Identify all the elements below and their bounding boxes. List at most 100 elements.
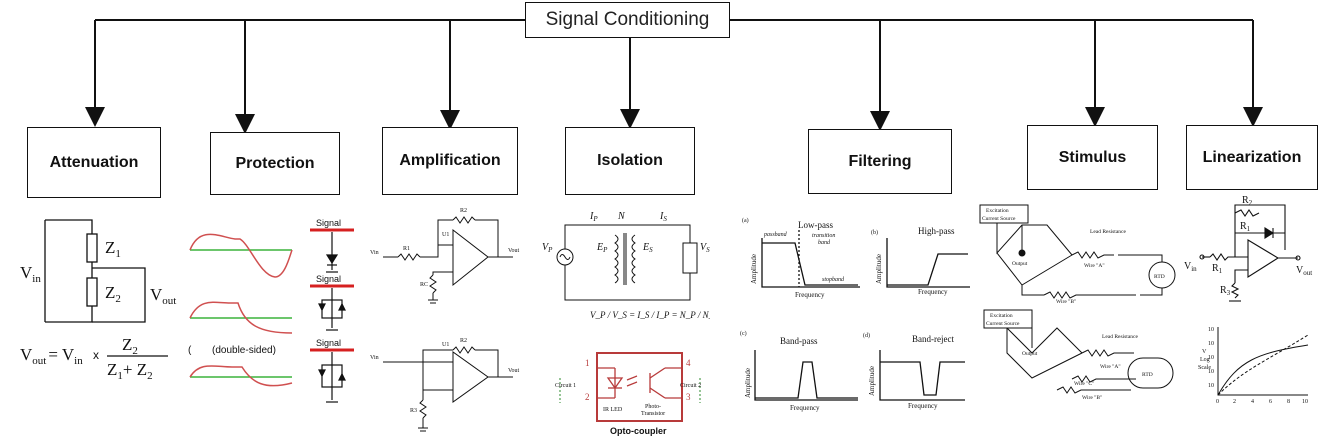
filter-a-ylabel: Amplitude xyxy=(750,254,758,284)
lin-ylabel-1: V xyxy=(1202,349,1207,355)
lin-tick-y-1: 10 xyxy=(1208,341,1214,347)
lin-tick-x-4: 8 xyxy=(1287,399,1290,405)
iso-vs: VS xyxy=(700,242,710,254)
att-equation-den: Z1+ Z2 xyxy=(107,360,153,382)
filter-b-title: High-pass xyxy=(918,226,955,236)
category-isolation: Isolation xyxy=(565,127,695,195)
lin-tick-x-5: 10 xyxy=(1302,399,1308,405)
protection-waveforms: ( (double-sided) xyxy=(188,233,293,387)
filter-c-title: Band-pass xyxy=(780,336,818,346)
amp-r1-top: R1 xyxy=(403,246,410,252)
stim-source-2b: Current Source xyxy=(986,321,1020,327)
stim-wire-b-1: Wire "B" xyxy=(1056,299,1076,305)
category-filtering: Filtering xyxy=(808,129,952,194)
lin-ylabel-3: Scale xyxy=(1198,365,1211,371)
protection-paren: ( xyxy=(188,345,192,356)
opto-ir-led: IR LED xyxy=(603,407,623,413)
filter-c-xlabel: Frequency xyxy=(790,404,820,412)
amp-vin-bottom: Vin xyxy=(370,355,379,361)
filter-c-tag: (c) xyxy=(740,330,747,337)
category-attenuation: Attenuation xyxy=(27,127,161,198)
stim-lead-1: Lead Resistance xyxy=(1090,229,1126,235)
iso-ip: IP xyxy=(589,211,598,223)
isolation-transformer-diagram: IP IS N EP ES VP VS V_P / V_S = I_S / I_… xyxy=(542,211,710,320)
att-equation-num: Z2 xyxy=(122,335,138,357)
iso-ep: EP xyxy=(596,242,608,254)
iso-np-ns: N xyxy=(617,211,626,222)
linearization-graph: V Log Scale 10 10 10 10 10 0 2 4 6 8 10 xyxy=(1198,327,1309,405)
stim-wire-a-2: Wire "A" xyxy=(1100,364,1121,370)
lin-vout: Vout xyxy=(1296,265,1312,277)
filtering-panels: (a) (b) (c) (d) passband transition band… xyxy=(740,217,970,412)
stimulus-rtd-bridges: Excitation Current Source Lead Resistanc… xyxy=(979,204,1176,401)
filter-b-tag: (b) xyxy=(871,229,878,236)
lin-tick-x-2: 4 xyxy=(1251,399,1254,405)
stim-source-2a: Excitation xyxy=(990,313,1013,319)
att-z2-label: Z2 xyxy=(105,283,121,305)
iso-vp: VP xyxy=(542,242,553,254)
stim-rtd-2: RTD xyxy=(1142,372,1153,378)
stim-output-2: Output xyxy=(1022,351,1038,357)
iso-es: ES xyxy=(642,242,653,254)
filter-c-ylabel: Amplitude xyxy=(744,368,752,398)
iso-is: IS xyxy=(659,211,667,223)
lin-r3: R3 xyxy=(1220,285,1231,297)
category-linearization: Linearization xyxy=(1186,125,1318,190)
opto-circuit-1: Circuit 1 xyxy=(555,383,576,389)
lin-r2: R2 xyxy=(1242,195,1253,207)
stim-wire-c-2: Wire "C" xyxy=(1074,381,1094,387)
isolation-optocoupler: 1 2 4 3 IR LED Photo- Transistor Circuit… xyxy=(555,352,701,436)
category-protection: Protection xyxy=(210,132,340,195)
amp-u1-top: U1 xyxy=(442,232,449,238)
opto-pin-1: 1 xyxy=(585,358,590,368)
filter-b-ylabel: Amplitude xyxy=(875,254,883,284)
att-vin-label: Vin xyxy=(20,263,41,285)
filter-d-title: Band-reject xyxy=(912,334,954,344)
att-equation-lhs: Vout= Vin xyxy=(20,345,83,367)
opto-pin-2: 2 xyxy=(585,392,590,402)
amp-vout-bottom: Vout xyxy=(508,368,520,374)
opto-title: Opto-coupler xyxy=(610,426,667,436)
category-stimulus: Stimulus xyxy=(1027,125,1158,190)
lin-tick-x-3: 6 xyxy=(1269,399,1272,405)
iso-equation: V_P / V_S = I_S / I_P = N_P / N_S xyxy=(590,310,710,320)
att-z1-label: Z1 xyxy=(105,238,121,260)
filter-a-band: band xyxy=(818,240,831,246)
opto-pin-3: 3 xyxy=(686,392,691,402)
category-amplification: Amplification xyxy=(382,127,518,195)
stim-output-1: Output xyxy=(1012,261,1028,267)
lin-r1: R1 xyxy=(1212,263,1223,275)
stim-wire-a-1: Wire "A" xyxy=(1084,263,1105,269)
filter-d-ylabel: Amplitude xyxy=(868,366,876,396)
opto-transistor: Transistor xyxy=(641,411,665,417)
amplification-opamp-circuits: R2 R1 U1 Vin Vout RC R2 U1 Vin Vout R3 xyxy=(370,208,520,432)
amp-vout-top: Vout xyxy=(508,248,520,254)
lin-tick-y-0: 10 xyxy=(1208,327,1214,333)
opto-pin-4: 4 xyxy=(686,358,691,368)
lin-r1-top: R1 xyxy=(1240,221,1251,233)
lin-vin: Vin xyxy=(1184,261,1197,273)
opto-circuit-2: Circuit 2 xyxy=(680,383,701,389)
linearization-circuit: R2 R1 R1 R3 Vin Vout xyxy=(1184,195,1312,302)
lin-tick-y-3: 10 xyxy=(1208,369,1214,375)
root-signal-conditioning: Signal Conditioning xyxy=(525,2,730,38)
stim-source-1a: Excitation xyxy=(986,208,1009,214)
filter-a-title: Low-pass xyxy=(798,220,833,230)
amp-r2-bottom: R2 xyxy=(460,338,467,344)
filter-b-xlabel: Frequency xyxy=(918,288,948,296)
protection-signal-1: Signal xyxy=(316,218,341,228)
lin-tick-x-0: 0 xyxy=(1216,399,1219,405)
amp-r3-bottom: R3 xyxy=(410,408,417,414)
attenuation-divider-diagram: Z1 Z2 Vin Vout Vout= Vin x Z2 Z1+ Z2 xyxy=(20,219,176,382)
protection-diode-clamps: Signal Signal Signal xyxy=(310,218,354,403)
opto-photo: Photo- xyxy=(645,404,661,410)
stim-source-1b: Current Source xyxy=(982,216,1016,222)
lin-tick-y-4: 10 xyxy=(1208,383,1214,389)
filter-a-tag: (a) xyxy=(742,217,749,224)
amp-rc-top: RC xyxy=(420,282,428,288)
protection-signal-2: Signal xyxy=(316,274,341,284)
stim-rtd-1: RTD xyxy=(1154,274,1165,280)
amp-vin-top: Vin xyxy=(370,250,379,256)
filter-d-tag: (d) xyxy=(863,332,870,339)
